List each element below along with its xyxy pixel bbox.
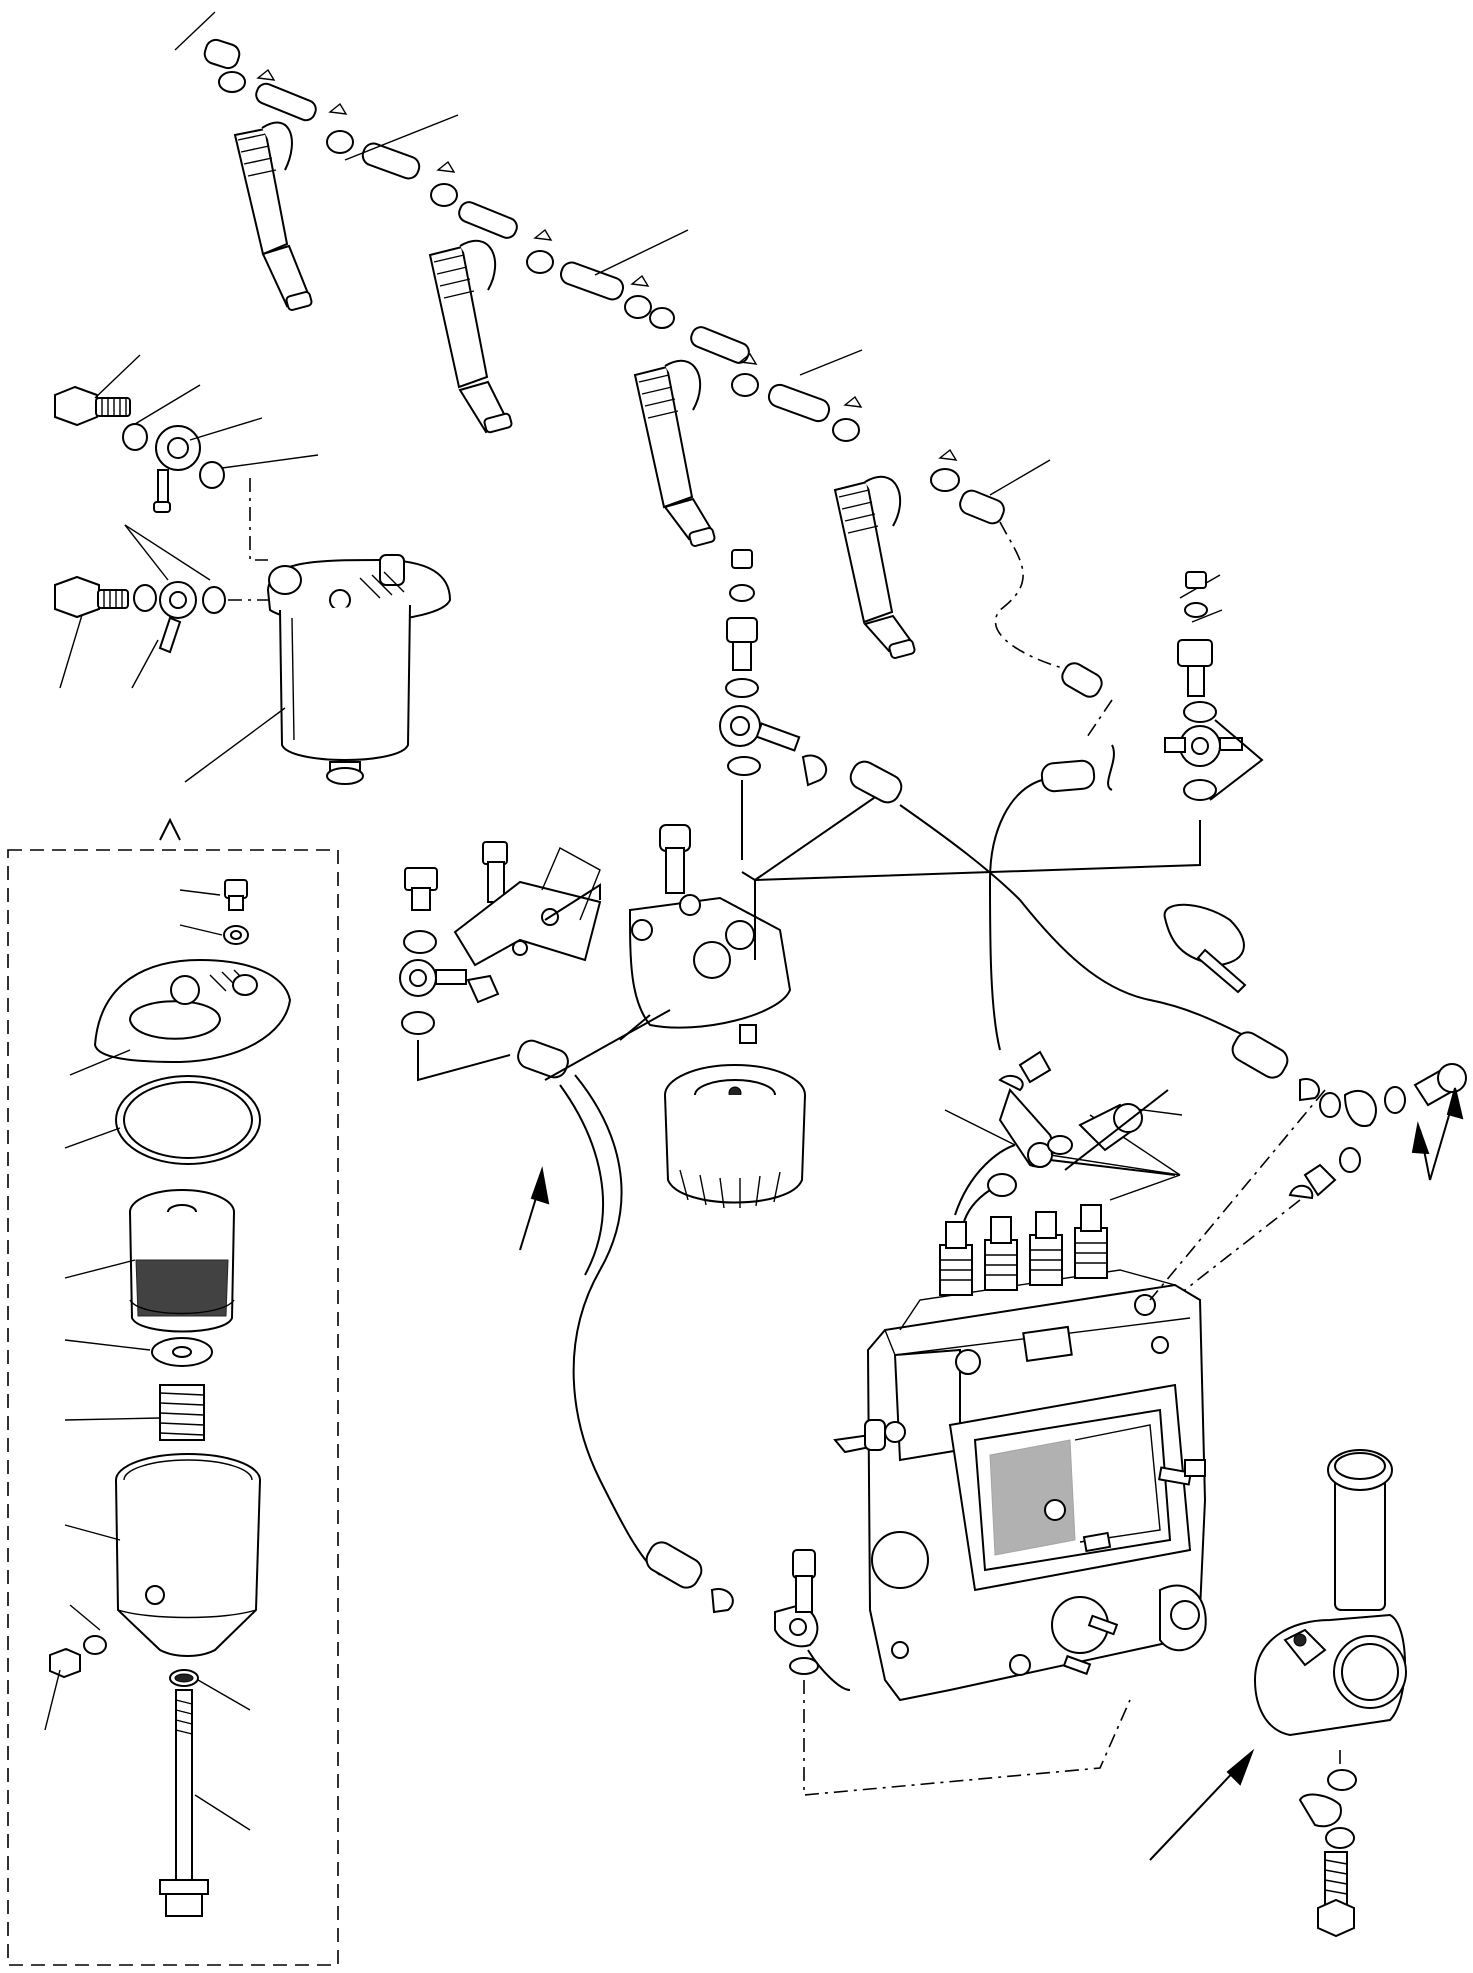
detail-o-ring	[115, 1075, 261, 1165]
return-hose-right	[1231, 1031, 1467, 1127]
detail-o-ring-small	[169, 1669, 199, 1687]
sealing-washer	[202, 586, 226, 614]
detail-center-bolt	[159, 1689, 209, 1917]
leader-lines	[59, 11, 1223, 1201]
banjo-fitting	[158, 581, 197, 654]
flow-arrows	[519, 1166, 1255, 1861]
spin-on-filter	[664, 1064, 806, 1209]
detail-filter-head	[93, 958, 292, 1064]
leak-off-pipe-end	[930, 448, 1005, 525]
bolt	[404, 867, 438, 911]
assembly-lines	[954, 1089, 1326, 1301]
detail-box-a	[7, 817, 339, 1966]
injector-1	[233, 121, 313, 311]
fuel-hose	[517, 1039, 661, 1576]
sealing-washer	[199, 461, 225, 489]
leak-off-pipe-chain	[203, 38, 1103, 698]
leak-off-pipe-2	[326, 130, 458, 207]
injector-2	[428, 239, 513, 434]
injector-4	[833, 475, 916, 659]
sealing-washer	[133, 584, 157, 612]
studs	[1062, 1459, 1206, 1676]
detail-leaders	[44, 889, 251, 1831]
stop-lever	[833, 1419, 906, 1454]
hose-clip	[256, 68, 348, 115]
detail-bowl	[115, 1453, 261, 1657]
filter-head	[628, 894, 792, 1044]
injector-3	[633, 359, 716, 547]
leak-off-pipe-4	[690, 326, 863, 442]
governor-cover	[948, 1383, 1192, 1592]
bolt	[659, 824, 691, 894]
injection-pump	[833, 1204, 1207, 1702]
overflow-valve-fittings	[960, 1050, 1361, 1326]
detail-spring-seat	[151, 1337, 213, 1367]
delivery-valve-holder	[939, 1221, 973, 1296]
washer	[403, 930, 437, 954]
center-fuel-filter	[399, 779, 1201, 1576]
detail-drain-plug	[49, 1635, 107, 1679]
feed-pump-outlet	[1298, 1750, 1357, 1938]
bracket	[453, 847, 602, 967]
delivery-valve-holder	[984, 1216, 1018, 1291]
banjo-fitting	[399, 959, 467, 997]
delivery-valve-holder	[1029, 1211, 1063, 1286]
feed-fittings-right	[988, 571, 1264, 1051]
cable-tie	[1163, 903, 1247, 994]
fuel-filter-assembly	[54, 385, 452, 785]
direction-arrows	[1411, 1087, 1464, 1181]
washer	[401, 1011, 435, 1035]
filter-bowl	[279, 604, 411, 785]
banjo-bolt	[54, 385, 131, 427]
sealing-washer	[122, 423, 148, 451]
pump-inlet-fittings	[645, 1541, 1131, 1796]
detail-bolt	[223, 879, 249, 945]
leak-off-pipe-3	[458, 201, 675, 329]
banjo-bolt	[54, 575, 129, 619]
leak-off-pipe-1	[203, 38, 317, 122]
bolt	[482, 841, 508, 903]
detail-marker-a	[159, 817, 181, 841]
detail-spring	[159, 1384, 205, 1441]
delivery-valve-holder	[1074, 1204, 1108, 1279]
feed-fittings-center	[719, 549, 1266, 1046]
feed-pump	[1253, 1449, 1407, 1737]
banjo-fitting	[153, 425, 201, 513]
detail-filter-element	[129, 1189, 235, 1333]
